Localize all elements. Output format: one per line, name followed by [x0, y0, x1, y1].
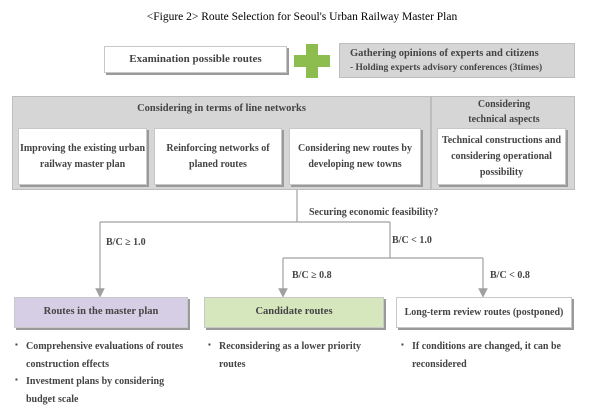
- bc-label-lt-08: B/C < 0.8: [490, 270, 530, 281]
- plus-icon: [294, 44, 330, 78]
- technical-header: Considering technical aspects: [468, 99, 540, 125]
- outcome-candidate: Candidate routes: [204, 297, 384, 328]
- bullet-item: Comprehensive evaluations of routes cons…: [15, 338, 194, 373]
- gathering-line2: - Holding experts advisory conferences (…: [350, 63, 543, 73]
- networks-header: Considering in terms of line networks: [137, 103, 306, 114]
- gathering-line1: Gathering opinions of experts and citize…: [350, 48, 539, 59]
- figure-title: <Figure 2> Route Selection for Seoul's U…: [146, 11, 458, 23]
- bullet-item: Investment plans by considering budget s…: [15, 373, 194, 408]
- bullet-item: Reconsidering as a lower priority routes: [208, 338, 387, 373]
- examination-label: Examination possible routes: [129, 52, 262, 65]
- bc-label-lt-1: B/C < 1.0: [392, 235, 432, 246]
- network-item-1: Improving the existing urban railway mas…: [18, 128, 147, 185]
- network-item-3: Considering new routes by developing new…: [289, 128, 421, 185]
- outcome-master-plan: Routes in the master plan: [14, 297, 188, 328]
- technical-box: Technical constructions and considering …: [437, 128, 566, 185]
- bullets-long-term: If conditions are changed, it can be rec…: [400, 338, 576, 373]
- bc-label-ge-08: B/C ≥ 0.8: [292, 270, 332, 281]
- economic-label: Securing economic feasibility?: [309, 207, 439, 218]
- bc-label-ge-1: B/C ≥ 1.0: [106, 237, 146, 248]
- bullet-item: If conditions are changed, it can be rec…: [401, 338, 576, 373]
- bullets-master-plan: Comprehensive evaluations of routes cons…: [14, 338, 194, 408]
- gathering-band: Gathering opinions of experts and citize…: [339, 43, 575, 78]
- outcome-long-term: Long-term review routes (postponed): [396, 297, 572, 328]
- bullets-candidate: Reconsidering as a lower priority routes: [207, 338, 387, 373]
- network-item-2: Reinforcing networks of planed routes: [154, 128, 282, 185]
- examination-box: Examination possible routes: [104, 46, 287, 73]
